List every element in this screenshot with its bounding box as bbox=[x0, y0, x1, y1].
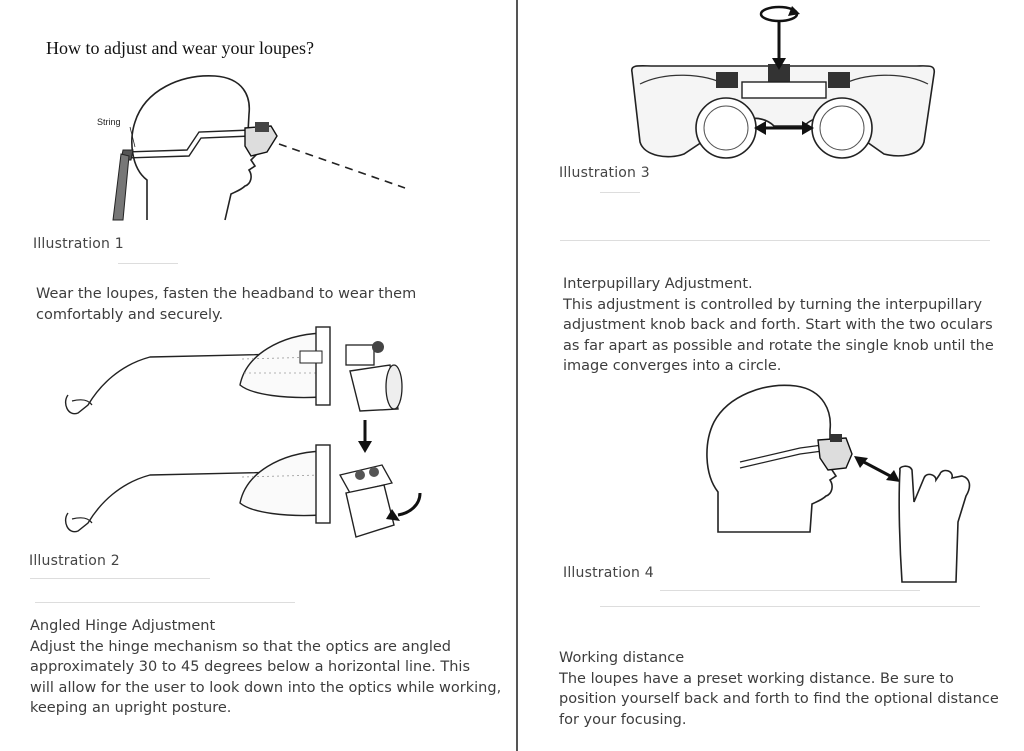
hinge-line: Adjust the hinge mechanism so that the o… bbox=[30, 638, 451, 655]
illustration-1-head-profile: String bbox=[97, 75, 406, 221]
interpupillary-paragraph: Interpupillary Adjustment. This adjustme… bbox=[563, 274, 994, 377]
string-label: String bbox=[97, 117, 121, 127]
page-title: How to adjust and wear your loupes? bbox=[46, 38, 314, 58]
faint-line bbox=[600, 192, 640, 193]
working-line: The loupes have a preset working distanc… bbox=[559, 670, 954, 687]
illustration-3-caption: Illustration 3 bbox=[559, 165, 650, 181]
faint-line bbox=[30, 578, 210, 579]
working-paragraph: Working distance The loupes have a prese… bbox=[559, 648, 999, 730]
hinge-heading: Angled Hinge Adjustment bbox=[30, 618, 216, 634]
hinge-line: approximately 30 to 45 degrees below a h… bbox=[30, 659, 471, 675]
interpupillary-line: image converges into a circle. bbox=[563, 358, 782, 374]
faint-line bbox=[118, 263, 178, 264]
working-line: for your focusing. bbox=[559, 711, 687, 728]
working-heading: Working distance bbox=[559, 650, 685, 666]
illustration-2-hinge-views bbox=[64, 326, 422, 538]
hinge-line: will allow for the user to look down int… bbox=[30, 679, 502, 696]
illustration-3-front-view bbox=[630, 5, 936, 159]
wear-line: comfortably and securely. bbox=[36, 306, 224, 323]
interpupillary-heading: Interpupillary Adjustment. bbox=[563, 276, 753, 292]
wear-line: Wear the loupes, fasten the headband to … bbox=[36, 286, 417, 302]
faint-line bbox=[660, 590, 920, 591]
faint-line bbox=[600, 606, 980, 607]
interpupillary-line: as far apart as possible and rotate the … bbox=[563, 337, 994, 354]
illustration-4-working-distance bbox=[706, 384, 971, 583]
interpupillary-line: adjustment knob back and forth. Start wi… bbox=[563, 317, 993, 333]
hinge-line: keeping an upright posture. bbox=[30, 700, 232, 716]
faint-line bbox=[560, 240, 990, 241]
illustration-2-caption: Illustration 2 bbox=[29, 553, 120, 569]
interpupillary-line: This adjustment is controlled by turning… bbox=[563, 296, 983, 313]
hinge-paragraph: Angled Hinge Adjustment Adjust the hinge… bbox=[30, 616, 501, 719]
illustration-1-caption: Illustration 1 bbox=[33, 236, 124, 252]
illustration-4-caption: Illustration 4 bbox=[563, 565, 654, 581]
faint-line bbox=[35, 602, 295, 603]
wear-paragraph: Wear the loupes, fasten the headband to … bbox=[36, 284, 416, 325]
working-line: position yourself back and forth to find… bbox=[559, 691, 999, 707]
column-divider bbox=[516, 0, 518, 751]
